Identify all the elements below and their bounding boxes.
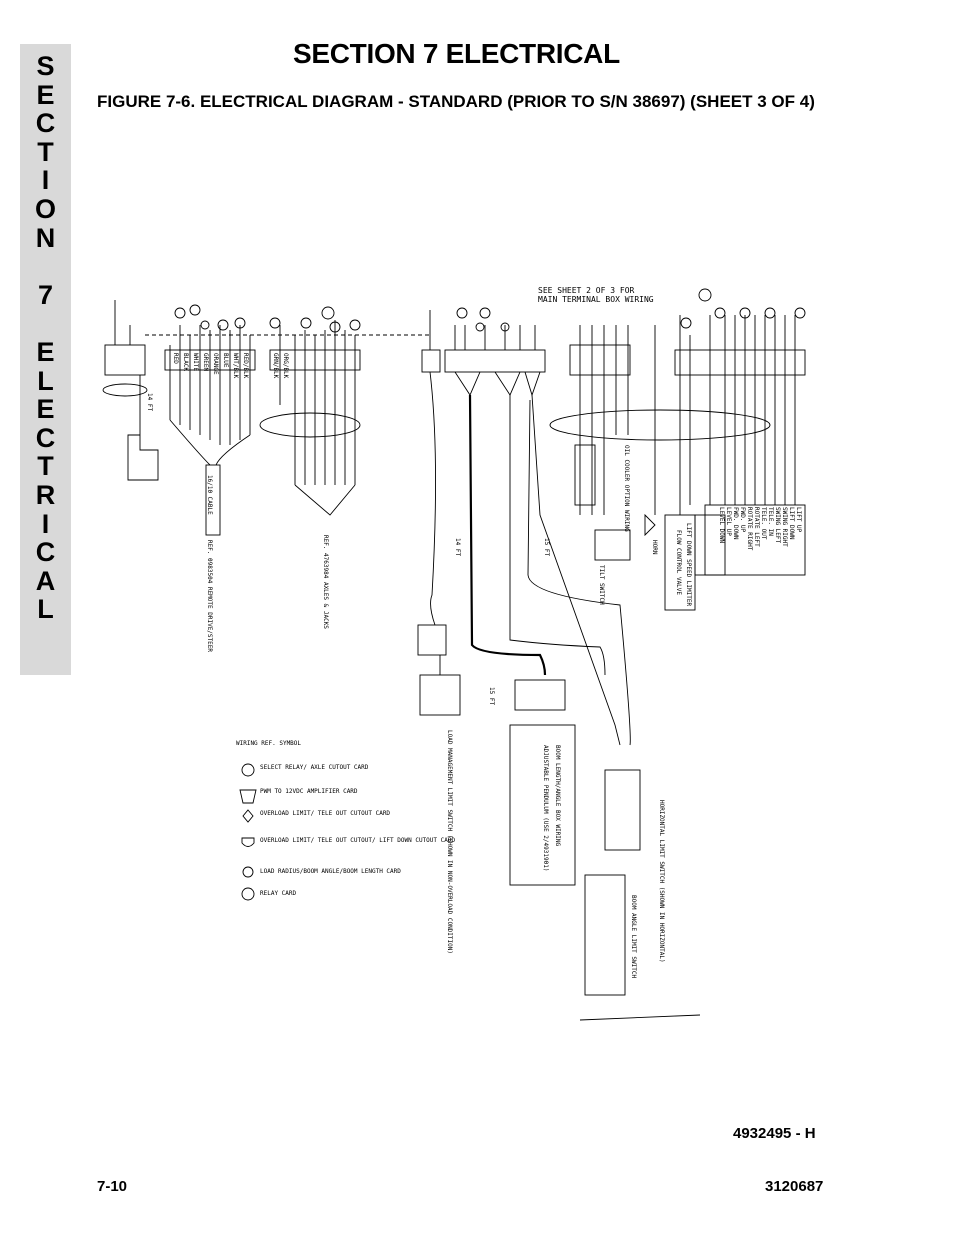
electrical-diagram: SEE SHEET 2 OF 3 FOR MAIN TERMINAL BOX W… bbox=[102, 286, 806, 1021]
svg-text:WHITE: WHITE bbox=[192, 353, 199, 371]
label-pendulum: ADJUSTABLE PENDULUM (USE 2/4931901) bbox=[542, 745, 549, 871]
side-tab-letter: 7 bbox=[37, 279, 54, 310]
svg-text:ROTATE LEFT: ROTATE LEFT bbox=[753, 507, 760, 547]
top-note-line1: SEE SHEET 2 OF 3 FOR bbox=[538, 286, 635, 295]
page-number: 7-10 bbox=[97, 1178, 128, 1195]
legend bbox=[239, 763, 257, 901]
top-note-line2: MAIN TERMINAL BOX WIRING bbox=[538, 295, 654, 304]
svg-text:FWD. UP: FWD. UP bbox=[739, 507, 746, 533]
side-tab-letter: C bbox=[35, 537, 56, 568]
side-tab-letter: A bbox=[35, 565, 56, 596]
svg-text:GREEN: GREEN bbox=[202, 353, 209, 371]
side-tab-letter: C bbox=[35, 108, 56, 139]
svg-text:RED: RED bbox=[172, 353, 179, 364]
side-tab-letter: L bbox=[37, 594, 54, 625]
side-tab-letter: E bbox=[36, 394, 55, 425]
side-tab-letter: O bbox=[34, 193, 56, 224]
svg-text:ORANGE: ORANGE bbox=[212, 353, 219, 375]
svg-text:FWD. DOWN: FWD. DOWN bbox=[732, 507, 739, 540]
manual-number: 3120687 bbox=[765, 1178, 824, 1195]
doc-number: 4932495 - H bbox=[733, 1125, 816, 1142]
cable-fan-left bbox=[164, 325, 256, 536]
legend-item-5: LOAD RADIUS/BOOM ANGLE/BOOM LENGTH CARD bbox=[260, 868, 401, 875]
side-tab-letter: I bbox=[41, 508, 50, 539]
legend-item-2: PWM TO 12VDC AMPLIFIER CARD bbox=[260, 788, 358, 795]
label-lift-down-speed: LIFT DOWN SPEED LIMITER bbox=[685, 523, 692, 606]
side-tab-letter: C bbox=[35, 422, 56, 453]
label-load-mgmt: LOAD MANAGEMENT LIMIT SWITCH (SHOWN IN N… bbox=[446, 730, 453, 954]
label-ref-axles: REF. 4763984 AXLES & JACKS bbox=[322, 535, 329, 629]
svg-text:SWING RIGHT: SWING RIGHT bbox=[781, 507, 788, 547]
side-tab-letter: T bbox=[37, 451, 54, 482]
label-14ft-b: 14 FT bbox=[454, 538, 461, 556]
connector-symbols bbox=[174, 288, 806, 333]
label-horn: HORN bbox=[651, 540, 658, 555]
svg-text:SWING LEFT: SWING LEFT bbox=[774, 507, 781, 544]
label-15ft-b: 15 FT bbox=[488, 687, 495, 705]
side-tab-letter: S bbox=[36, 51, 55, 81]
legend-title: WIRING REF. SYMBOL bbox=[236, 740, 301, 747]
center-cable-run bbox=[417, 310, 701, 1021]
figure-caption: FIGURE 7-6. ELECTRICAL DIAGRAM - STANDAR… bbox=[97, 92, 815, 111]
label-ref-remote: REF. 0983504 REMOTE DRIVE/STEER bbox=[206, 540, 213, 652]
svg-text:BLACK: BLACK bbox=[182, 353, 189, 371]
function-box-labels: LIFT UP LIFT DOWN SWING RIGHT SWING LEFT… bbox=[718, 507, 802, 551]
side-tab-letter: I bbox=[41, 165, 50, 196]
connector-block bbox=[104, 344, 146, 376]
side-tab-letter: E bbox=[36, 336, 55, 367]
label-15ft-a: 15 FT bbox=[543, 538, 550, 556]
legend-item-4: OVERLOAD LIMIT/ TELE OUT CUTOUT/ LIFT DO… bbox=[260, 837, 455, 844]
svg-text:GRN/BLK: GRN/BLK bbox=[272, 353, 279, 379]
legend-item-3: OVERLOAD LIMIT/ TELE OUT CUTOUT CARD bbox=[260, 810, 390, 817]
svg-text:LIFT UP: LIFT UP bbox=[795, 507, 802, 533]
label-oil-cooler: OIL COOLER OPTION WIRING bbox=[623, 445, 630, 532]
wire-tags: RED BLACK WHITE GREEN ORANGE BLUE WHT/BL… bbox=[172, 353, 289, 379]
svg-text:LEVEL DOWN: LEVEL DOWN bbox=[718, 507, 725, 544]
svg-text:ROTATE RIGHT: ROTATE RIGHT bbox=[746, 507, 753, 551]
section-title: SECTION 7 ELECTRICAL bbox=[293, 38, 620, 69]
svg-text:TELE. OUT: TELE. OUT bbox=[760, 507, 767, 540]
svg-text:BLUE: BLUE bbox=[222, 353, 229, 368]
svg-text:RED/BLK: RED/BLK bbox=[242, 353, 249, 379]
side-tab-letter: L bbox=[37, 365, 54, 396]
svg-text:TELE. IN: TELE. IN bbox=[767, 507, 774, 536]
svg-text:LIFT DOWN: LIFT DOWN bbox=[788, 507, 795, 540]
cable-fan-middle bbox=[259, 320, 361, 516]
svg-text:ORG/BLK: ORG/BLK bbox=[282, 353, 289, 379]
label-horizontal-limit: HORIZONTAL LIMIT SWITCH (SHOWN IN HORIZO… bbox=[658, 800, 665, 963]
svg-text:WHT/BLK: WHT/BLK bbox=[232, 353, 239, 379]
svg-text:LEVEL UP: LEVEL UP bbox=[725, 507, 732, 536]
label-boom-angle: BOOM ANGLE LIMIT SWITCH bbox=[630, 895, 637, 978]
label-tilt-switch: TILT SWITCH bbox=[598, 565, 605, 605]
label-flow-control: FLOW CONTROL VALVE bbox=[675, 530, 682, 595]
side-tab-letter: E bbox=[36, 79, 55, 110]
legend-item-6: RELAY CARD bbox=[260, 890, 297, 897]
label-14ft-a: 14 FT bbox=[146, 393, 153, 411]
side-tab-letter: N bbox=[35, 222, 56, 253]
cable-fan-right bbox=[549, 315, 806, 611]
label-boom-length: BOOM LENGTH/ANGLE BOX WIRING bbox=[554, 745, 561, 847]
side-tab-letter: R bbox=[35, 479, 56, 510]
legend-item-1: SELECT RELAY/ AXLE CUTOUT CARD bbox=[260, 764, 369, 771]
label-cable: 16/10 CABLE bbox=[206, 475, 213, 515]
side-tab-letter: T bbox=[37, 136, 54, 167]
